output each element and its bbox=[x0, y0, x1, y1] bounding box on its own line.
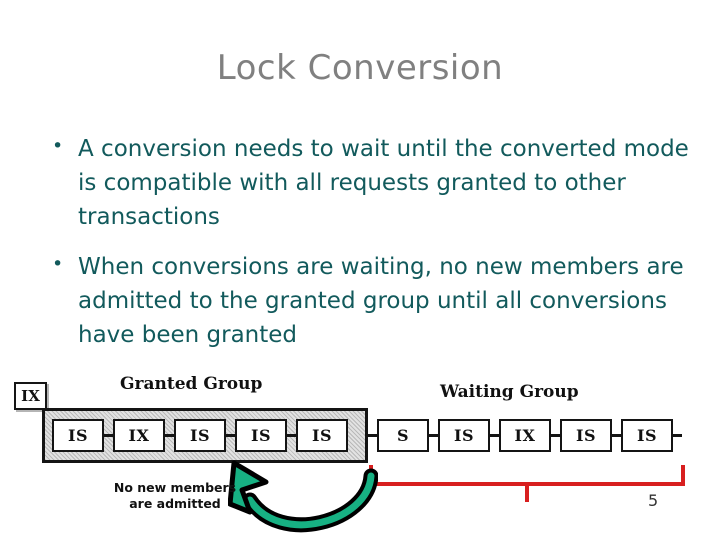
granted-lock-box: IS bbox=[52, 419, 104, 452]
queue-tail-connector bbox=[673, 434, 682, 437]
waiting-lock-box: IX bbox=[499, 419, 551, 452]
bullet-marker-icon: • bbox=[52, 253, 64, 276]
granted-lock-box: IS bbox=[235, 419, 287, 452]
box-connector bbox=[551, 434, 560, 437]
no-new-members-caption: No new members are admitted bbox=[100, 480, 250, 511]
box-connector bbox=[226, 434, 235, 437]
caption-line-1: No new members bbox=[113, 480, 237, 495]
granted-group-label: Granted Group bbox=[120, 374, 263, 394]
granted-lock-box: IS bbox=[296, 419, 348, 452]
no-new-members-arrow-icon bbox=[228, 460, 378, 533]
lock-queue-diagram: Granted Group Waiting Group IX IS IX IS … bbox=[0, 360, 720, 540]
box-connector bbox=[429, 434, 438, 437]
granted-lock-box: IX bbox=[113, 419, 165, 452]
page-number: 5 bbox=[648, 491, 659, 510]
incoming-request-lock-box: IX bbox=[14, 382, 47, 410]
waiting-lock-box: IS bbox=[438, 419, 490, 452]
waiting-group-bracket bbox=[369, 465, 685, 502]
box-connector bbox=[287, 434, 296, 437]
page-title: Lock Conversion bbox=[216, 48, 504, 88]
group-bridge-connector bbox=[368, 434, 377, 437]
waiting-lock-box: S bbox=[377, 419, 429, 452]
waiting-group-label: Waiting Group bbox=[440, 382, 579, 402]
list-item: • When conversions are waiting, no new m… bbox=[52, 250, 692, 352]
box-connector bbox=[165, 434, 174, 437]
waiting-lock-box: IS bbox=[621, 419, 673, 452]
bullet-text: A conversion needs to wait until the con… bbox=[78, 136, 689, 231]
box-connector bbox=[104, 434, 113, 437]
granted-lock-box: IS bbox=[174, 419, 226, 452]
bracket-center-tick bbox=[525, 484, 529, 502]
bullet-marker-icon: • bbox=[52, 135, 64, 157]
caption-line-2: are admitted bbox=[129, 495, 221, 511]
list-item: • A conversion needs to wait until the c… bbox=[52, 132, 692, 234]
bullet-list: • A conversion needs to wait until the c… bbox=[52, 132, 692, 368]
box-connector bbox=[612, 434, 621, 437]
waiting-lock-box: IS bbox=[560, 419, 612, 452]
bracket-right-end bbox=[681, 465, 685, 485]
box-connector bbox=[490, 434, 499, 437]
bullet-text: When conversions are waiting, no new mem… bbox=[78, 254, 684, 349]
